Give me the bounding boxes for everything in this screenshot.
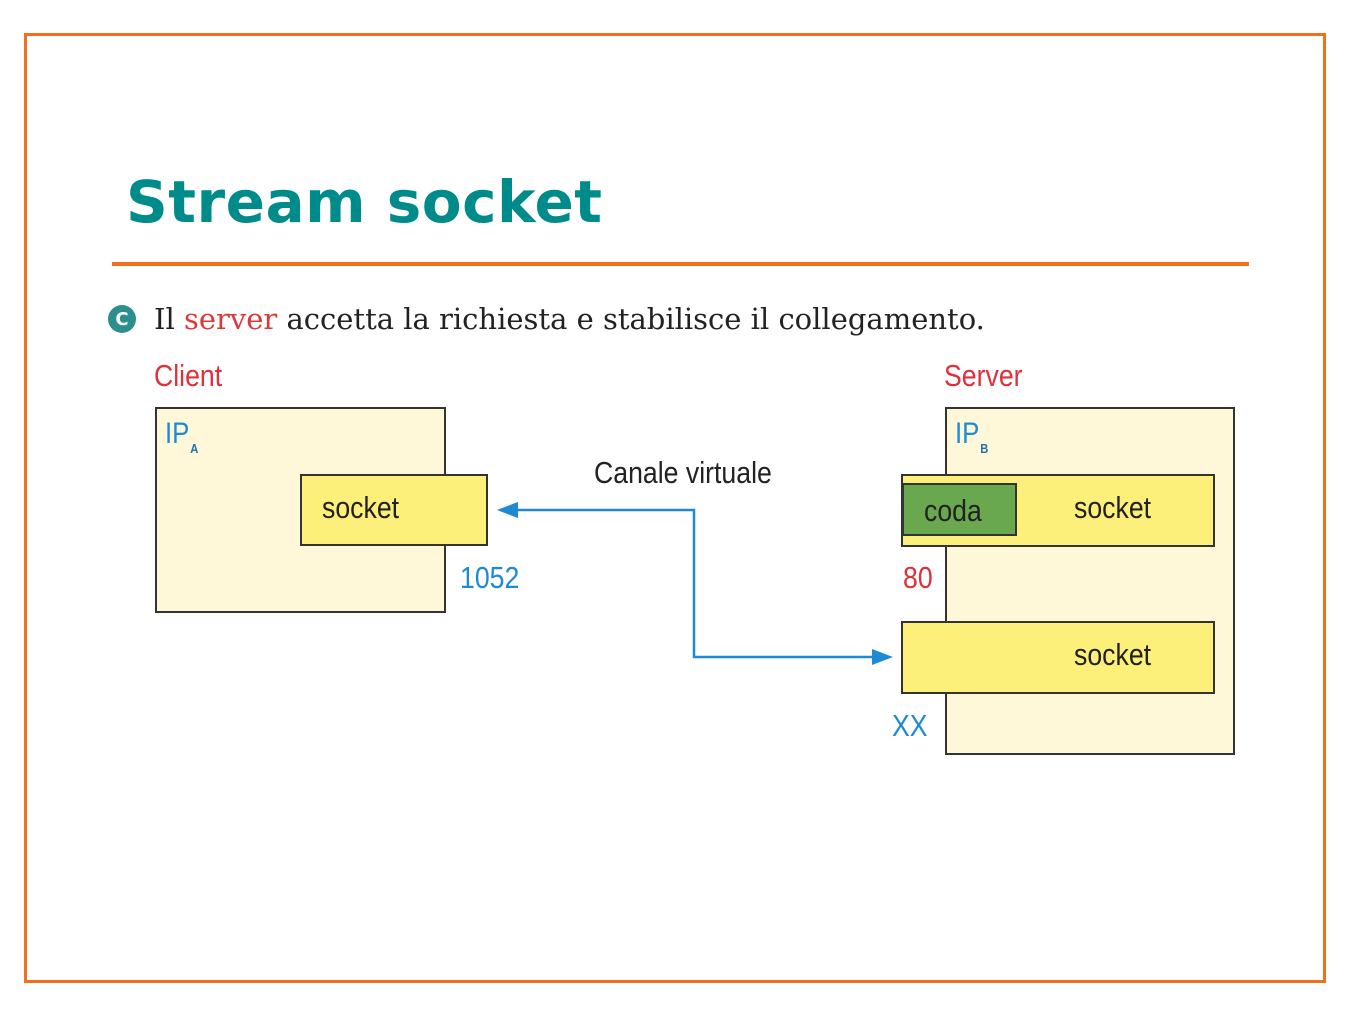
caption-highlight: server — [183, 302, 278, 336]
arrowhead-to-client-icon — [497, 502, 518, 518]
client-port: 1052 — [460, 560, 520, 595]
server-conn-port: XX — [892, 708, 928, 743]
figure-caption: C Il server accetta la richiesta e stabi… — [108, 302, 985, 336]
client-ip-subscript: A — [190, 441, 199, 456]
title-divider — [112, 262, 1249, 266]
caption-text-before: Il — [154, 302, 184, 336]
slide-title: Stream socket — [126, 168, 603, 236]
caption-marker-icon: C — [108, 305, 136, 333]
slide-frame — [24, 33, 1326, 983]
server-ip-text: IP — [955, 417, 980, 450]
client-ip: IPA — [165, 417, 198, 456]
channel-label: Canale virtuale — [594, 455, 772, 490]
server-listen-port: 80 — [903, 560, 933, 595]
client-socket-label: socket — [322, 490, 400, 525]
server-label: Server — [944, 358, 1023, 393]
client-socket: socket — [300, 474, 488, 546]
arrowhead-to-server-icon — [872, 649, 893, 665]
server-listen-socket-label: socket — [1074, 490, 1152, 525]
server-host-box: IPB — [945, 407, 1235, 755]
server-ip: IPB — [955, 417, 988, 456]
server-conn-socket: socket — [901, 621, 1215, 694]
server-ip-subscript: B — [980, 441, 989, 456]
client-label: Client — [154, 358, 223, 393]
server-queue-label: coda — [924, 493, 982, 528]
server-conn-socket-label: socket — [1074, 637, 1152, 672]
server-queue: coda — [902, 483, 1017, 536]
client-ip-text: IP — [165, 417, 190, 450]
caption-text-after: accetta la richiesta e stabilisce il col… — [277, 302, 985, 336]
channel-connector-line — [500, 508, 888, 659]
